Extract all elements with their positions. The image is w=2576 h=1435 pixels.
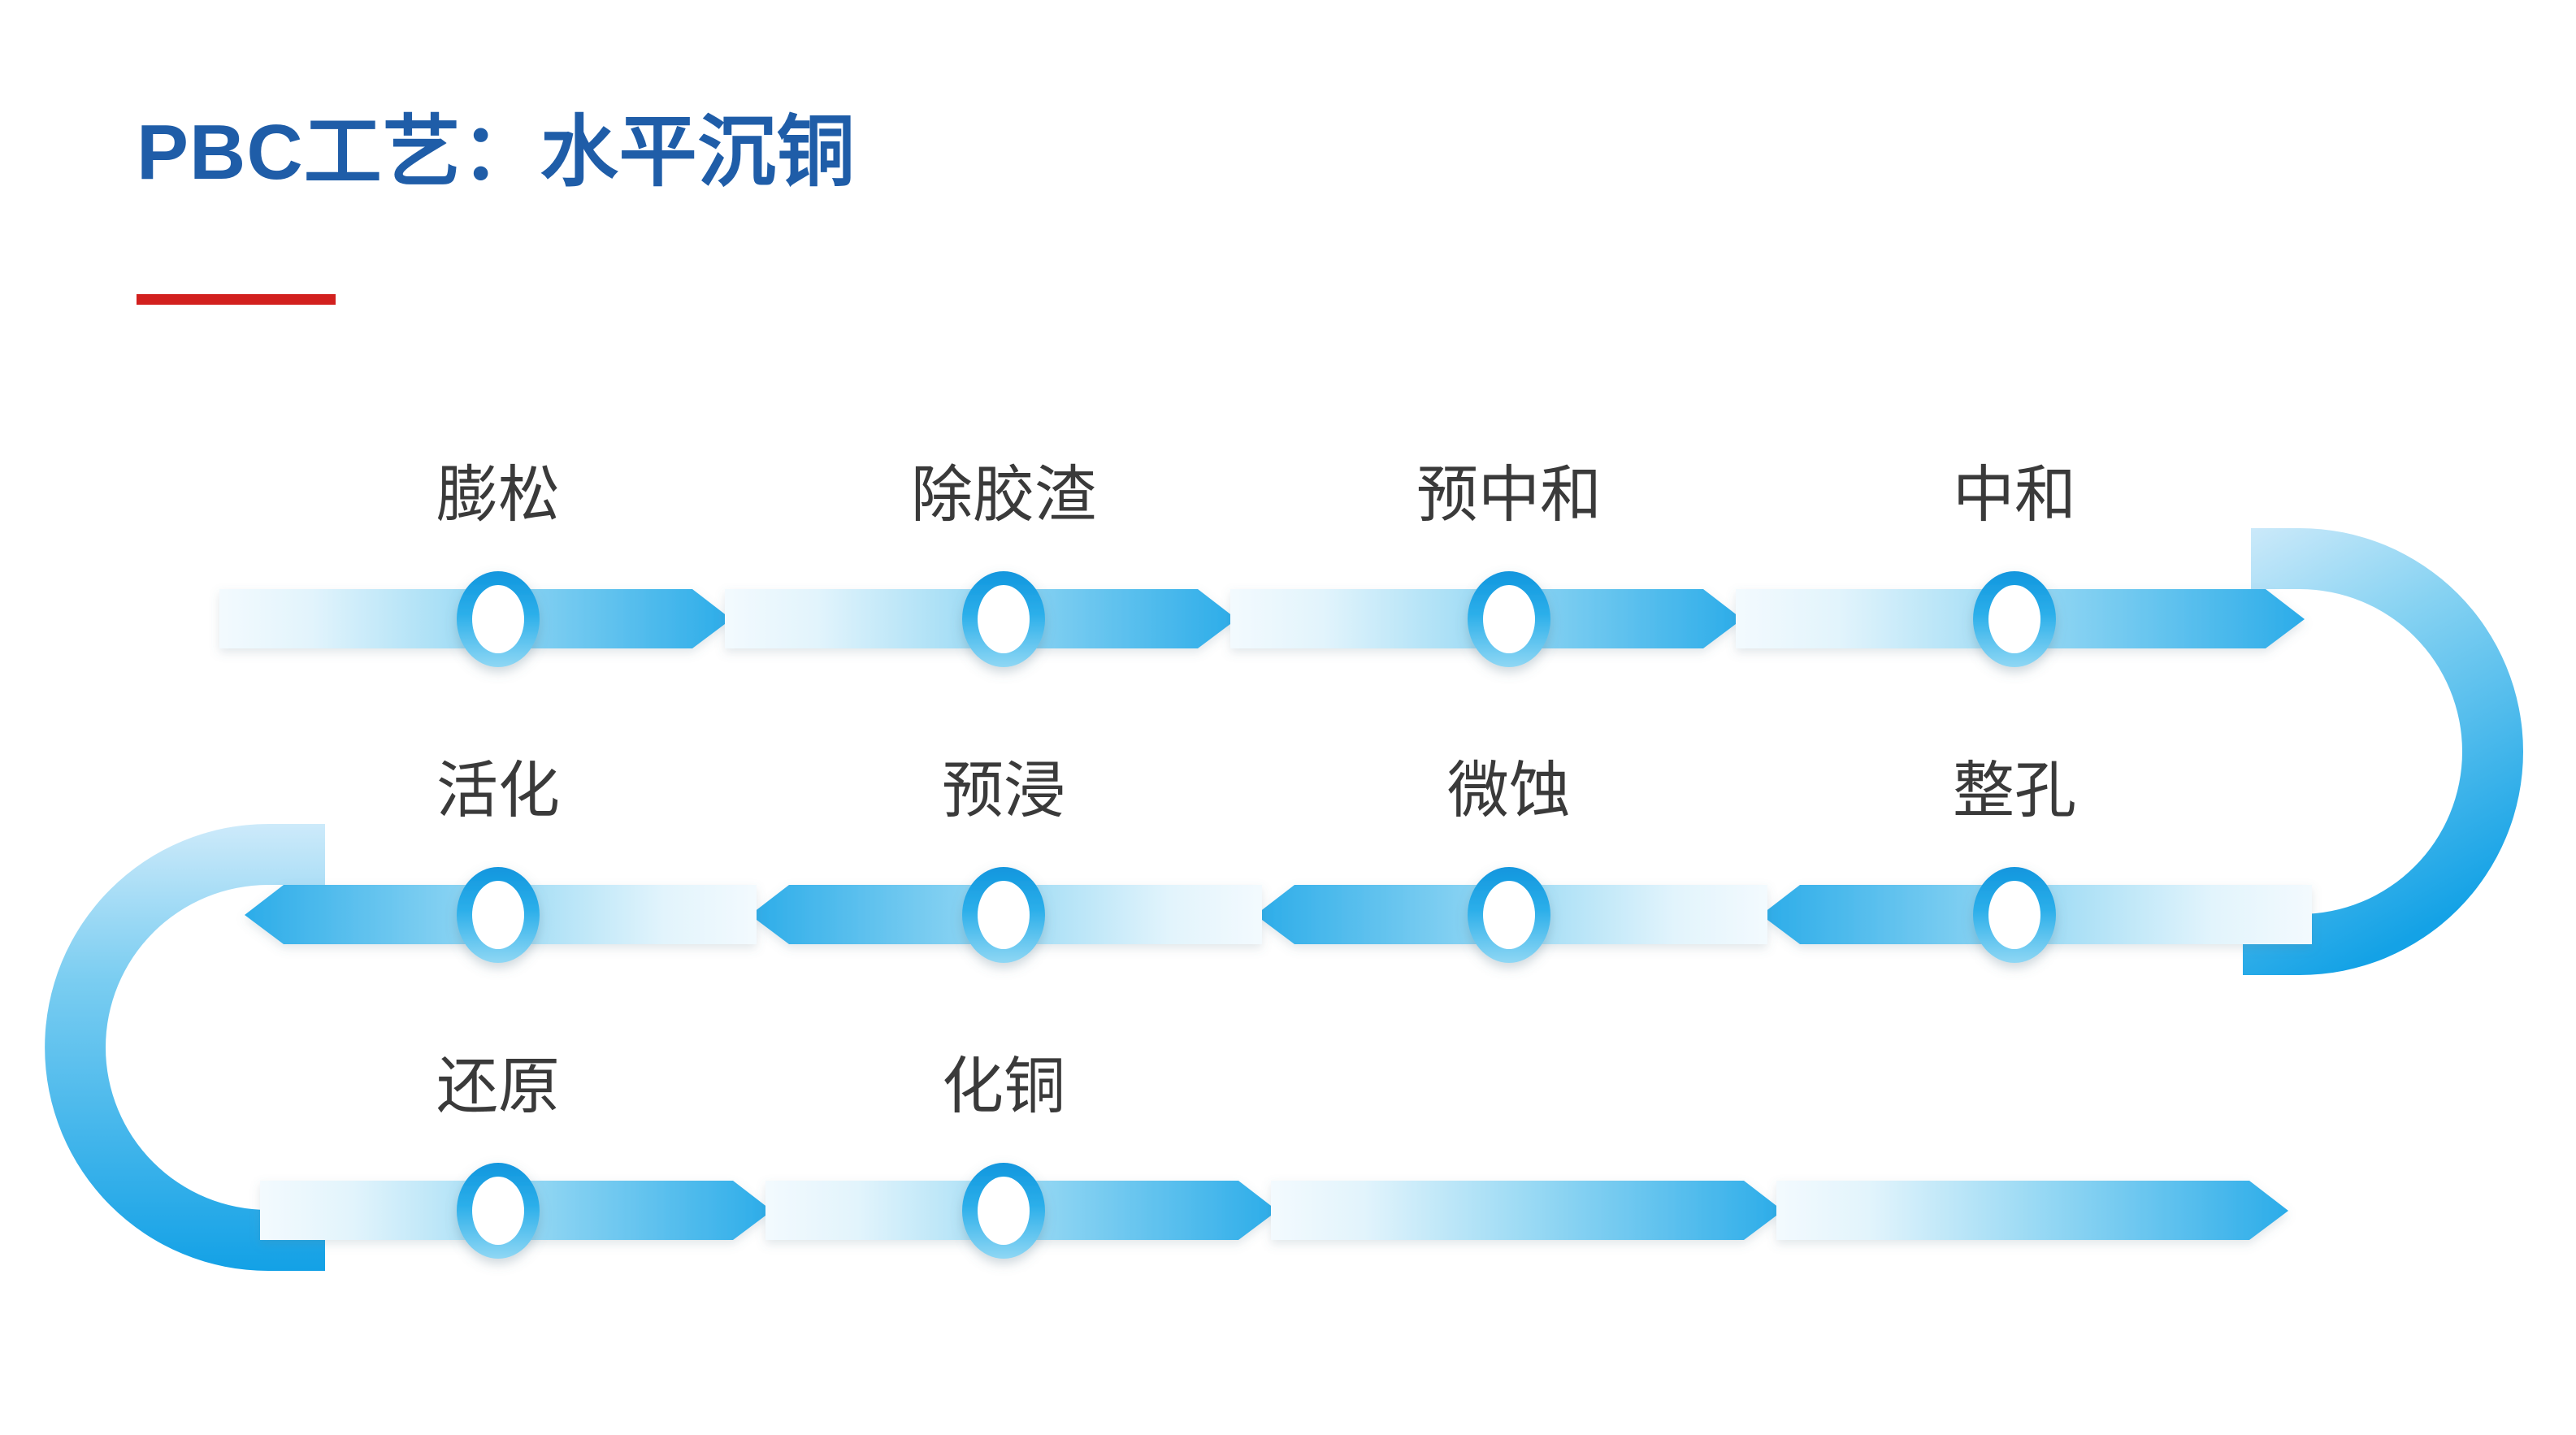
step-marker-huanyuan[interactable] [457, 1163, 540, 1259]
step-label-yuzhonghe: 预中和 [1416, 461, 1602, 530]
title-block: PBC工艺：水平沉铜 [137, 114, 1437, 317]
connector-uturn-left [45, 824, 326, 1271]
title-underline-rule [137, 294, 336, 305]
step-label-zhonghe: 中和 [1953, 461, 2076, 530]
step-label-huanyuan: 还原 [436, 1052, 560, 1121]
step-marker-huohua[interactable] [457, 867, 540, 963]
step-label-huatong: 化铜 [942, 1052, 1065, 1121]
step-marker-zhengkong[interactable] [1973, 867, 2056, 963]
step-marker-yuzhonghe[interactable] [1468, 571, 1550, 667]
step-marker-weishi[interactable] [1468, 867, 1550, 963]
step-label-chujiaozha: 除胶渣 [911, 461, 1096, 530]
row-3-arrow-track [260, 1181, 2288, 1240]
step-label-huohua: 活化 [436, 757, 560, 826]
page-title: PBC工艺：水平沉铜 [137, 109, 856, 196]
row-3-segment-4 [1776, 1181, 2288, 1240]
step-marker-yujin[interactable] [962, 867, 1045, 963]
step-marker-chujiaozha[interactable] [962, 571, 1045, 667]
connector-uturn-right [2243, 528, 2523, 975]
step-markers [457, 571, 2056, 1259]
row-3-segment-3 [1271, 1181, 1783, 1240]
step-marker-pengsong[interactable] [457, 571, 540, 667]
step-marker-zhonghe[interactable] [1973, 571, 2056, 667]
step-label-zhengkong: 整孔 [1953, 757, 2076, 826]
step-marker-huatong[interactable] [962, 1163, 1045, 1259]
step-label-yujin: 预浸 [942, 757, 1065, 826]
step-label-pengsong: 膨松 [436, 461, 560, 530]
step-label-weishi: 微蚀 [1447, 757, 1571, 826]
